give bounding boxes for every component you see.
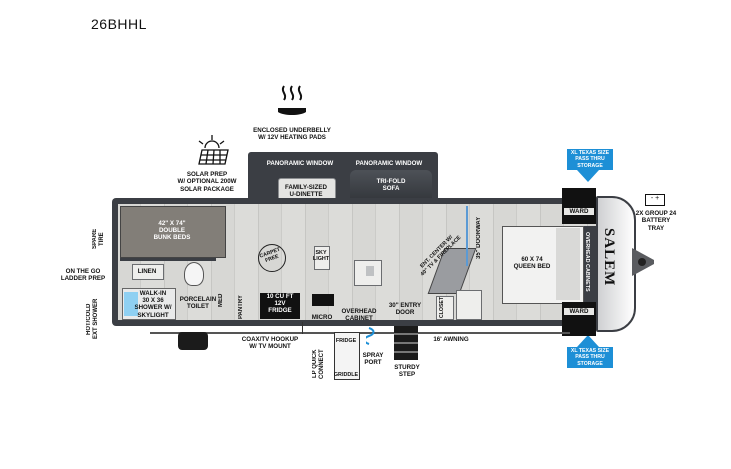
microwave	[312, 294, 334, 306]
bed-pillows	[556, 228, 580, 300]
solar-panel-icon	[198, 135, 229, 165]
sink-basin	[366, 266, 374, 276]
wardrobe-bottom-label: WARD	[564, 308, 594, 316]
awning-line	[150, 332, 570, 334]
panoramic-window-left: PANORAMIC WINDOW	[266, 160, 334, 167]
awning-label: 16' AWNING	[433, 336, 469, 343]
front-cap	[596, 196, 636, 332]
bath-wall	[120, 258, 216, 261]
outdoor-fridge-label: FRIDGE	[335, 338, 357, 344]
bunk-beds	[120, 206, 226, 258]
spare-tire-label: SPARE TIRE	[92, 228, 105, 250]
hitch-icon	[632, 248, 654, 276]
arrow-down-icon	[577, 170, 599, 182]
toilet-icon	[184, 262, 204, 286]
overhead-cabinets-bed	[584, 226, 596, 302]
wheel-1	[178, 332, 208, 350]
model-title: 26BHHL	[91, 16, 147, 32]
overhead-cabinets-label: OVERHEAD CABINETS	[584, 232, 590, 292]
closet-label: CLOSET	[439, 296, 445, 318]
micro-label: MICRO	[311, 314, 333, 321]
wardrobe-bottom	[562, 302, 596, 336]
panoramic-window-right: PANORAMIC WINDOW	[355, 160, 423, 167]
doorway-line	[466, 206, 468, 266]
spray-port-icon	[366, 327, 375, 345]
skylight	[314, 246, 330, 270]
closet-left	[436, 296, 454, 320]
heat-icon	[278, 85, 306, 115]
wardrobe-top-label: WARD	[564, 208, 594, 216]
sturdy-step	[394, 326, 418, 360]
skylight-shower	[124, 292, 138, 316]
wardrobe-top	[562, 188, 596, 224]
griddle-label: GRIDDLE	[333, 372, 359, 378]
doorway-label: 35" DOORWAY	[476, 216, 482, 260]
med-cabinet-label: MED	[218, 293, 224, 307]
battery-icon: - +	[645, 194, 665, 206]
pantry-label: PANTRY	[238, 295, 244, 319]
outdoor-kitchen	[334, 332, 360, 380]
arrow-up-icon	[577, 335, 599, 347]
coax-pointer	[302, 322, 303, 334]
carpet-free-badge	[258, 244, 286, 272]
linen-cabinet	[132, 264, 164, 280]
linen-label: LINEN	[137, 268, 157, 275]
closet-right	[456, 290, 482, 320]
brand-logo: SALEM	[601, 228, 617, 287]
